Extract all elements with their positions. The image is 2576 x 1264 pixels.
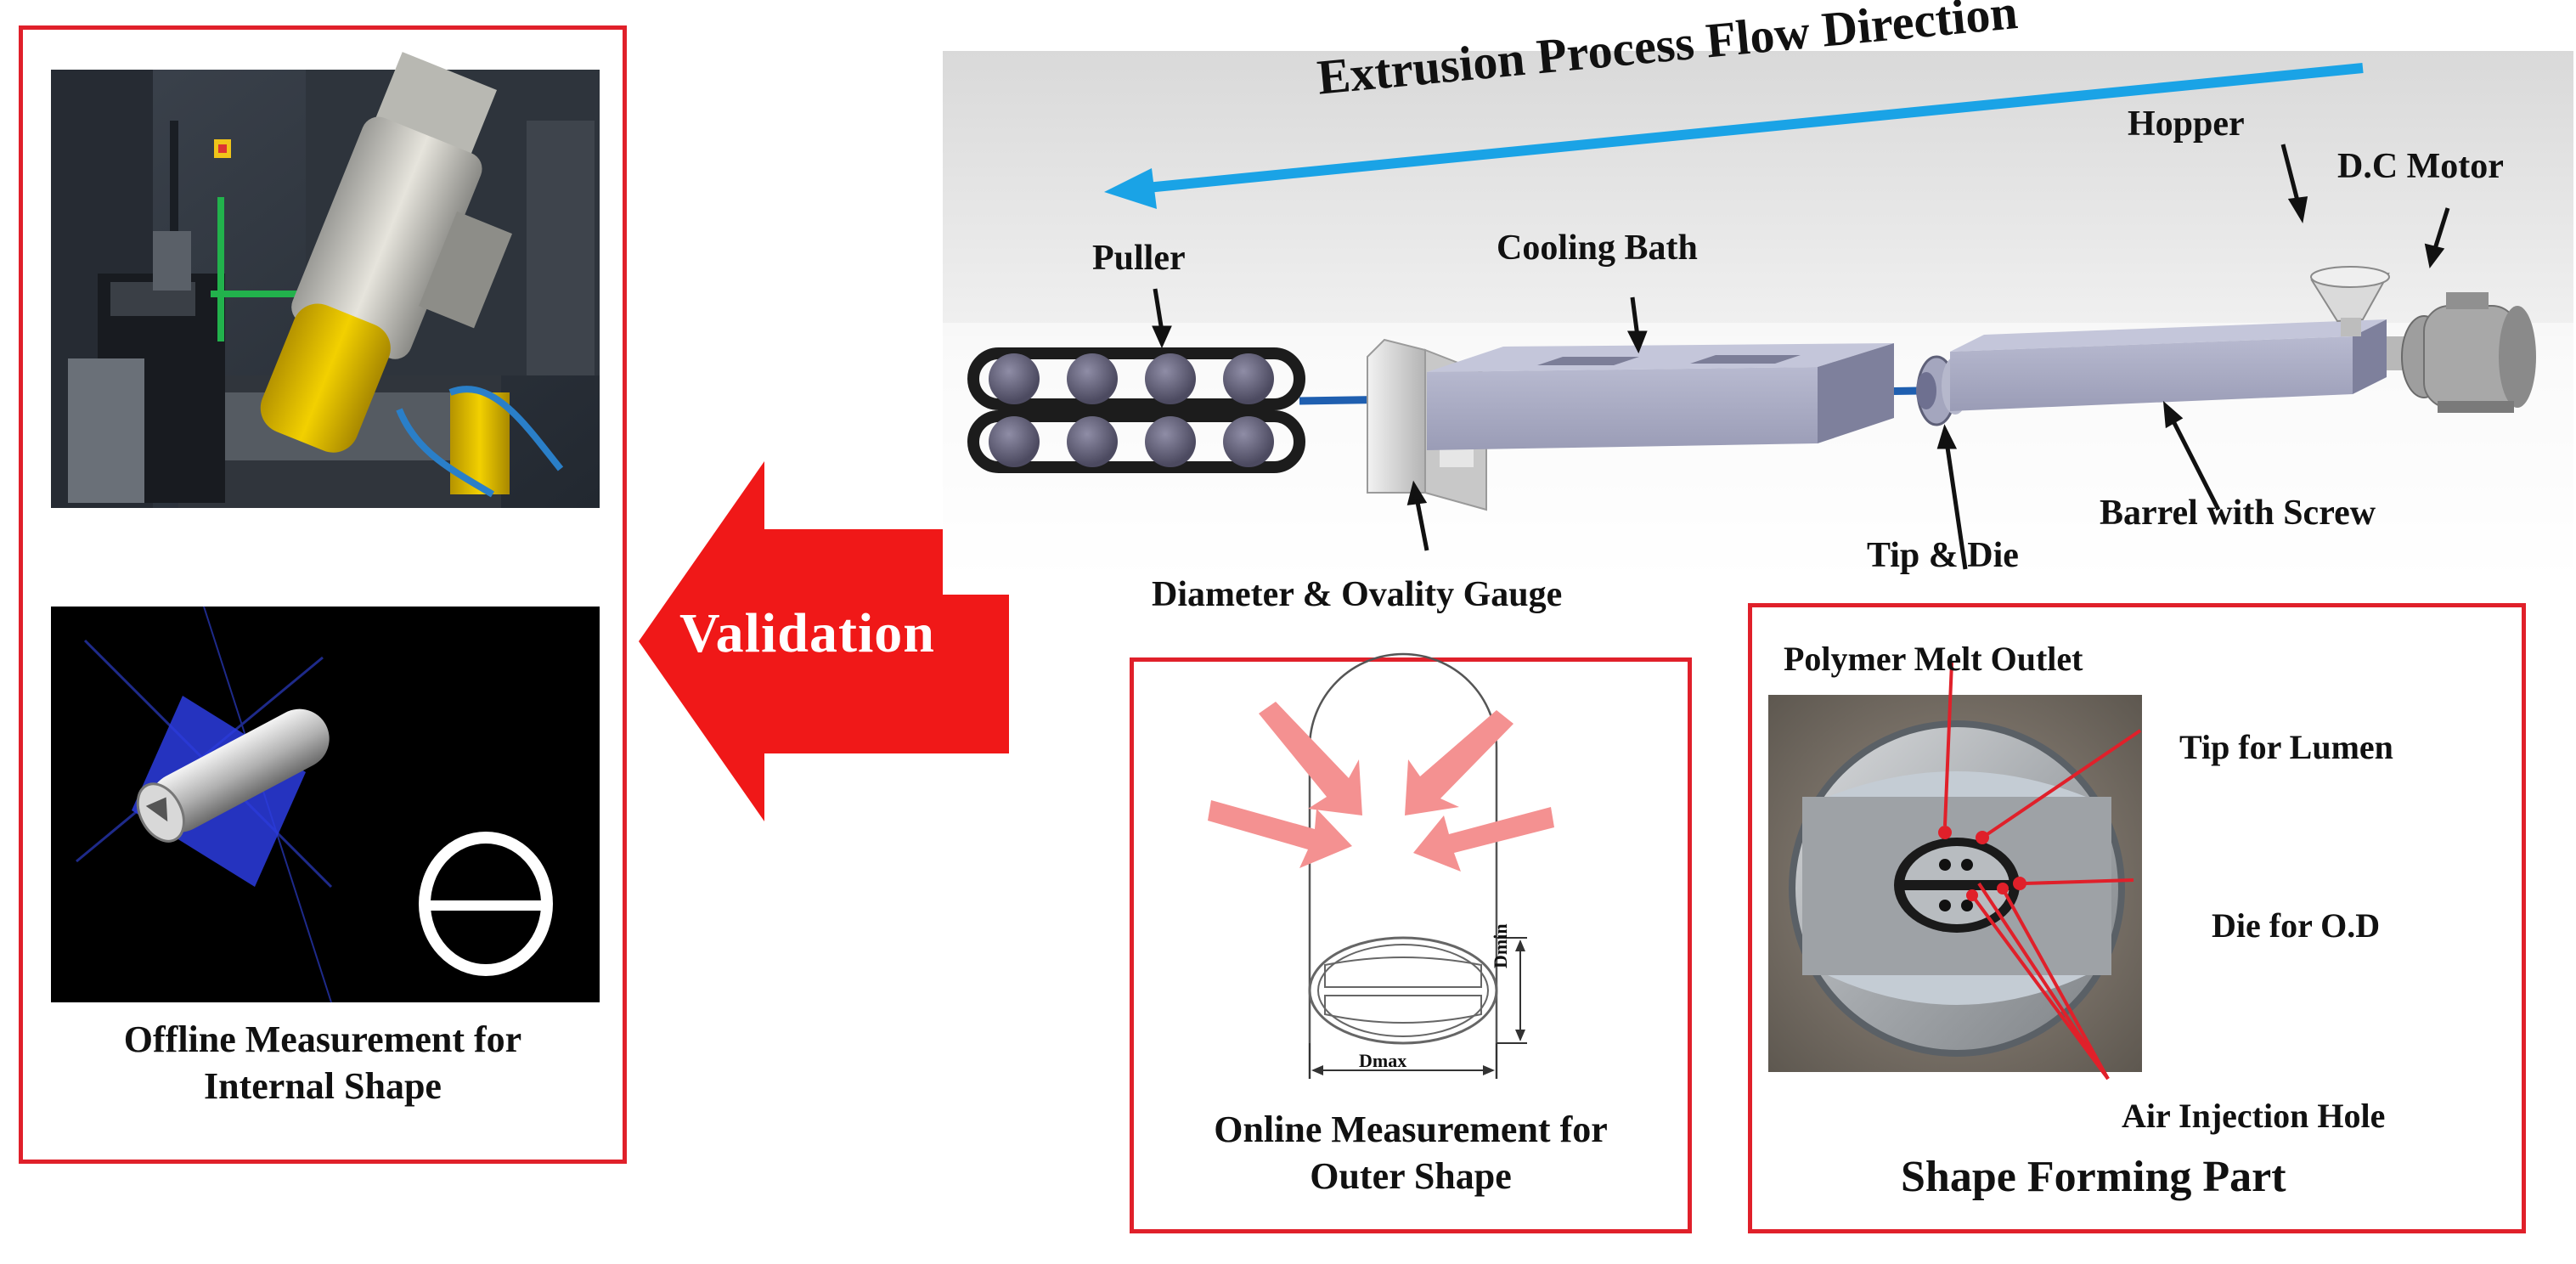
die-photo <box>1768 695 2142 1072</box>
label-cooling-bath: Cooling Bath <box>1497 229 1698 268</box>
label-tip-die: Tip & Die <box>1867 536 2019 575</box>
online-caption-line2: Outer Shape <box>1310 1155 1512 1197</box>
offline-measurement-panel <box>19 25 627 1164</box>
label-polymer-outlet: Polymer Melt Outlet <box>1784 640 2083 678</box>
label-barrel: Barrel with Screw <box>2100 494 2376 533</box>
label-ovality-gauge: Diameter & Ovality Gauge <box>1152 575 1563 614</box>
dmin-label: Dmin <box>1490 923 1511 968</box>
ct-reconstruction-image <box>51 606 600 1003</box>
online-caption: Online Measurement for Outer Shape <box>1130 1106 1692 1199</box>
hopper-machine <box>2310 266 2390 336</box>
validation-label: Validation <box>679 602 936 664</box>
shape-forming-title: Shape Forming Part <box>1901 1153 2286 1201</box>
label-hopper: Hopper <box>2128 104 2245 144</box>
offline-caption-line2: Internal Shape <box>204 1065 442 1107</box>
ct-scanner-photo <box>51 52 600 508</box>
cooling-bath-machine <box>1427 343 1894 450</box>
online-caption-line1: Online Measurement for <box>1214 1109 1608 1150</box>
label-tip-lumen: Tip for Lumen <box>2179 728 2393 766</box>
offline-caption: Offline Measurement for Internal Shape <box>19 1016 627 1109</box>
label-die-od: Die for O.D <box>2212 906 2381 945</box>
offline-caption-line1: Offline Measurement for <box>123 1019 522 1060</box>
label-air-hole: Air Injection Hole <box>2122 1097 2386 1135</box>
extrusion-line-diagram <box>943 51 2573 595</box>
dc-motor-machine <box>2387 292 2536 413</box>
shape-forming-panel <box>1748 603 2526 1233</box>
barrel-machine <box>1950 319 2387 411</box>
puller-machine <box>967 347 1305 473</box>
label-dc-motor: D.C Motor <box>2337 147 2504 186</box>
dmax-label: Dmax <box>1359 1050 1407 1071</box>
label-puller: Puller <box>1092 239 1186 278</box>
die-callout-lines <box>1938 662 2142 1081</box>
validation-arrow <box>639 461 1009 821</box>
online-measurement-panel <box>1130 657 1692 1233</box>
ovality-schematic <box>1208 652 1554 1079</box>
